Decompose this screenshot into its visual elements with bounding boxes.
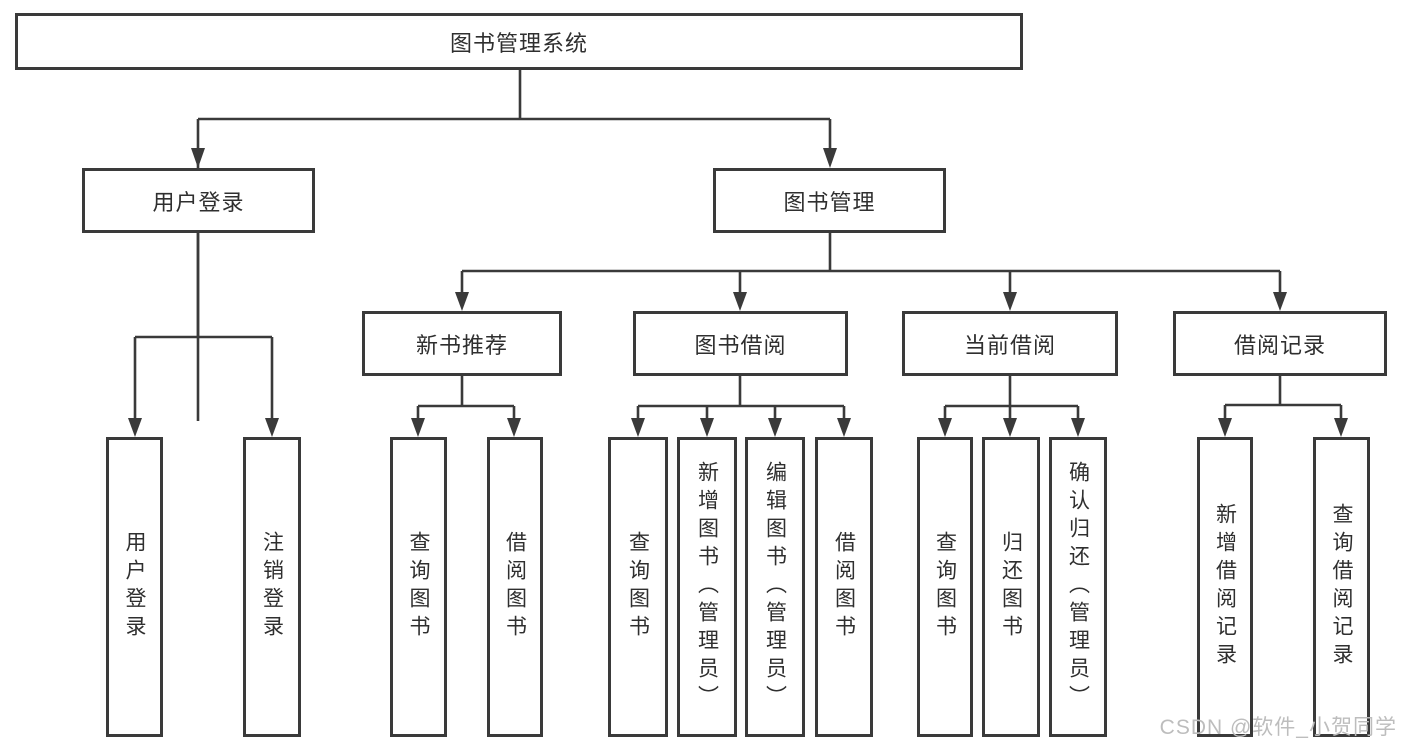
node-label: 新增图书（管理员） <box>695 461 719 713</box>
node-label: 图书借阅 <box>694 332 787 358</box>
connector <box>196 70 832 421</box>
connector <box>460 233 1282 295</box>
node-label: 确认归还（管理员） <box>1066 461 1090 713</box>
node-return-books: 归还图书 <box>982 437 1040 737</box>
node-label: 用户登录 <box>123 531 146 643</box>
node-label: 图书管理系统 <box>449 30 588 56</box>
connector <box>1223 376 1343 421</box>
csdn-watermark: CSDN @软件_小贺同学 <box>1159 716 1397 739</box>
node-label: 查询借阅记录 <box>1330 503 1353 671</box>
arrow-down-icon <box>1003 292 1017 311</box>
node-label: 借阅图书 <box>832 531 856 643</box>
node-label: 图书管理 <box>783 189 876 215</box>
node-label: 查询图书 <box>407 531 430 643</box>
node-query-books-recommend: 查询图书 <box>390 437 447 737</box>
node-current-borrowing: 当前借阅 <box>902 311 1118 376</box>
node-library-system: 图书管理系统 <box>15 13 1023 70</box>
arrow-down-icon <box>128 418 142 437</box>
connector <box>943 376 1080 421</box>
arrow-down-icon <box>507 418 521 437</box>
arrow-down-icon <box>823 148 837 168</box>
node-label: 编辑图书（管理员） <box>763 461 787 713</box>
arrow-down-icon <box>700 418 714 437</box>
node-confirm-return-admin: 确认归还（管理员） <box>1049 437 1107 737</box>
connector <box>416 376 516 421</box>
node-book-borrowing: 图书借阅 <box>633 311 848 376</box>
arrow-down-icon <box>1071 418 1085 437</box>
node-add-borrow-record: 新增借阅记录 <box>1197 437 1253 737</box>
node-user-login: 用户登录 <box>82 168 315 233</box>
arrow-down-icon <box>1273 292 1287 311</box>
node-add-books-admin: 新增图书（管理员） <box>677 437 737 737</box>
arrow-down-icon <box>938 418 952 437</box>
node-label: 新增借阅记录 <box>1213 503 1237 671</box>
node-book-management: 图书管理 <box>713 168 946 233</box>
arrow-down-icon <box>1218 418 1232 437</box>
node-new-book-recommend: 新书推荐 <box>362 311 562 376</box>
node-label: 新书推荐 <box>415 332 508 358</box>
node-label: 查询图书 <box>626 531 650 643</box>
node-label: 注销登录 <box>260 531 284 643</box>
arrow-down-icon <box>191 148 205 168</box>
node-label: 借阅图书 <box>503 531 527 643</box>
arrow-down-icon <box>733 292 747 311</box>
arrow-down-icon <box>631 418 645 437</box>
arrow-down-icon <box>455 292 469 311</box>
node-borrow-books-borrowing: 借阅图书 <box>815 437 873 737</box>
node-query-books-borrowing: 查询图书 <box>608 437 668 737</box>
node-query-books-current: 查询图书 <box>917 437 973 737</box>
node-label: 用户登录 <box>152 189 245 215</box>
node-borrow-records: 借阅记录 <box>1173 311 1387 376</box>
node-user-login-leaf: 用户登录 <box>106 437 163 737</box>
arrow-down-icon <box>837 418 851 437</box>
connector <box>133 233 274 421</box>
arrow-down-icon <box>265 418 279 437</box>
arrow-down-icon <box>768 418 782 437</box>
node-label: 查询图书 <box>933 531 957 643</box>
node-edit-books-admin: 编辑图书（管理员） <box>745 437 805 737</box>
arrow-down-icon <box>1003 418 1017 437</box>
node-borrow-books-recommend: 借阅图书 <box>487 437 543 737</box>
arrow-down-icon <box>1334 418 1348 437</box>
arrow-down-icon <box>411 418 425 437</box>
node-label: 归还图书 <box>999 531 1023 643</box>
node-label: 借阅记录 <box>1233 332 1326 358</box>
node-label: 当前借阅 <box>963 332 1056 358</box>
node-query-borrow-record: 查询借阅记录 <box>1313 437 1370 737</box>
node-logout: 注销登录 <box>243 437 301 737</box>
connector <box>636 376 846 421</box>
